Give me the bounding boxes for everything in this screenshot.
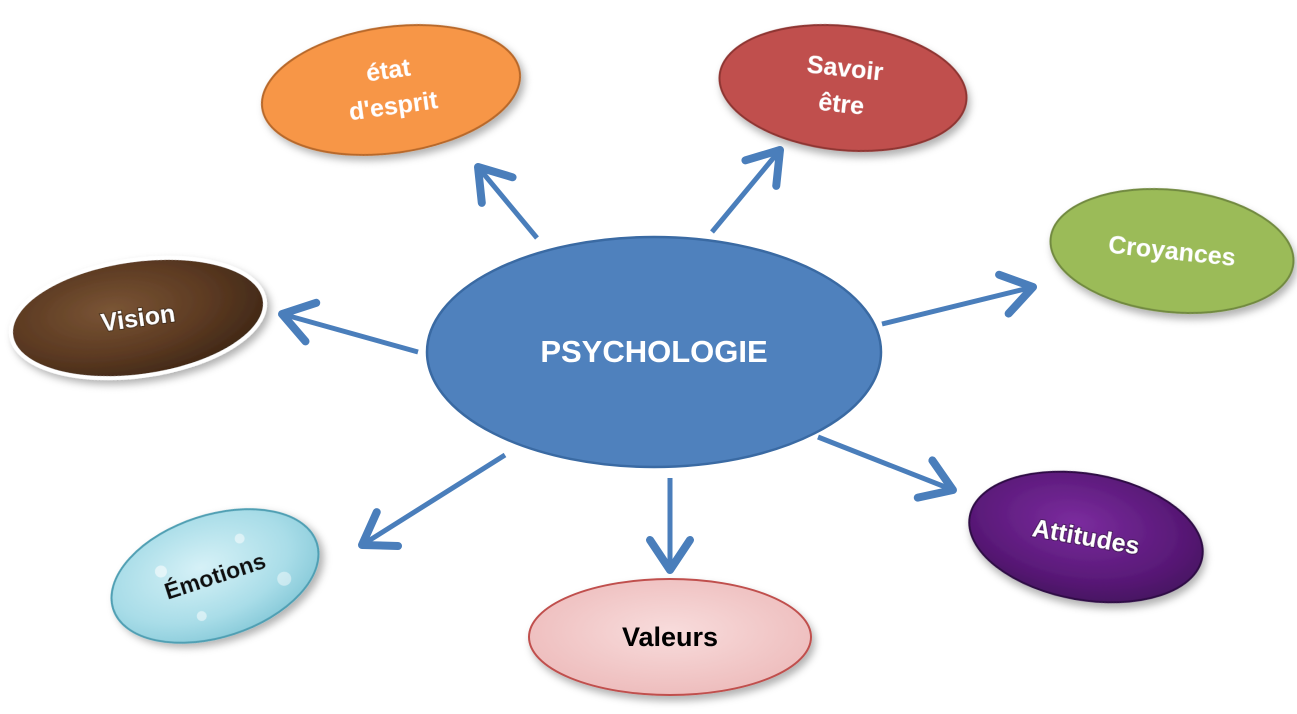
arrows <box>278 146 1037 574</box>
arrow-to-savoir-etre <box>710 146 784 234</box>
center-node: PSYCHOLOGIE <box>425 235 883 469</box>
arrow-to-attitudes <box>817 434 957 502</box>
node-croyances: Croyances <box>1049 188 1295 314</box>
droplet-icon <box>234 533 245 544</box>
arrow-to-emotions <box>358 452 507 550</box>
droplet-icon <box>277 571 292 586</box>
center-label: PSYCHOLOGIE <box>540 334 767 369</box>
node-etat-esprit: état d'esprit <box>260 24 522 156</box>
node-vision: Vision <box>8 255 268 381</box>
node-emotions: Émotions <box>110 508 320 644</box>
node-valeurs: Valeurs <box>528 578 812 696</box>
node-vision-label: Vision <box>99 300 177 338</box>
droplet-icon <box>154 565 167 578</box>
droplet-icon <box>196 611 207 622</box>
arrow-to-croyances <box>881 270 1037 327</box>
node-attitudes: Attitudes <box>968 470 1204 604</box>
arrow-to-etat-esprit <box>474 163 539 240</box>
node-valeurs-label: Valeurs <box>622 622 718 652</box>
node-etat-esprit-line-1: état <box>364 54 413 88</box>
node-savoir-etre: Savoir être <box>718 23 968 153</box>
arrow-to-vision <box>278 298 419 355</box>
node-savoir-etre-line-2: être <box>817 88 866 121</box>
